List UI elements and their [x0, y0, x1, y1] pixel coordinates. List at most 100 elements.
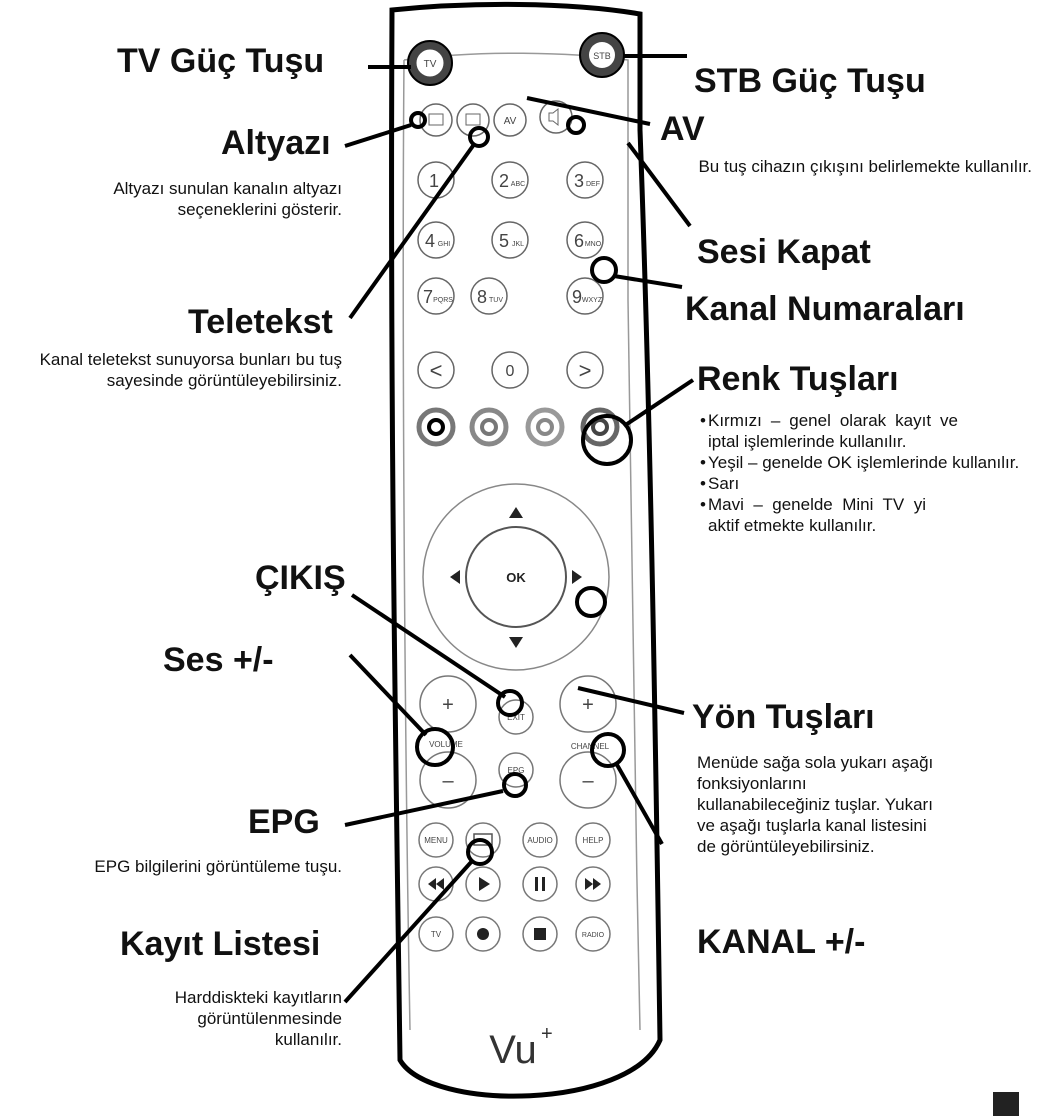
tv-power-button[interactable]: TV [407, 40, 453, 86]
yellow-button[interactable] [525, 407, 565, 447]
svg-text:GHI: GHI [438, 241, 451, 248]
remote-inner-outline-left [402, 59, 411, 1031]
av-description: Bu tuş cihazın çıkışını belirlemekte kul… [698, 157, 1032, 176]
svg-text:+: + [442, 694, 454, 716]
svg-text:MNO: MNO [585, 241, 602, 248]
svg-text:2: 2 [499, 171, 509, 191]
label-channel: KANAL +/- [697, 923, 866, 961]
record-list-description: Harddiskteki kayıtların görüntülenmesind… [174, 988, 342, 1049]
channel-minus-button[interactable]: – [559, 751, 617, 809]
stop-button[interactable] [522, 916, 558, 952]
svg-text:Vu: Vu [489, 1028, 536, 1072]
svg-text:6: 6 [574, 231, 584, 251]
rewind-button[interactable] [418, 866, 454, 902]
pause-button[interactable] [522, 866, 558, 902]
label-teletext: Teletekst [188, 303, 333, 341]
label-record-list: Kayıt Listesi [120, 925, 321, 963]
label-volume: Ses +/- [163, 641, 274, 679]
tv-mode-button[interactable]: TV [418, 916, 454, 952]
color-key-green-item: Yeşil – genelde OK işlemlerinde kullanıl… [700, 452, 1020, 473]
svg-text:AV: AV [504, 116, 517, 127]
callout-lines [343, 54, 695, 1004]
down-arrow-icon[interactable] [509, 637, 523, 648]
callout-markers [409, 111, 633, 866]
svg-text:ABC: ABC [511, 181, 525, 188]
svg-text:STB: STB [593, 51, 611, 61]
svg-text:5: 5 [499, 231, 509, 251]
channel-plus-button[interactable]: + [559, 675, 617, 733]
color-key-yellow-item: Sarı [700, 473, 1020, 494]
exit-button[interactable]: EXIT [498, 699, 534, 735]
direction-keys-description: Menüde sağa sola yukarı aşağı fonksiyonl… [697, 753, 934, 856]
help-button[interactable]: HELP [575, 822, 611, 858]
stb-power-button[interactable]: STB [579, 32, 625, 78]
label-exit: ÇIKIŞ [255, 559, 346, 597]
svg-text:VOLUME: VOLUME [429, 740, 463, 749]
label-stb-power: STB Güç Tuşu [694, 62, 926, 100]
up-arrow-icon[interactable] [509, 507, 523, 518]
ok-button[interactable]: OK [506, 570, 526, 585]
radio-button[interactable]: RADIO [575, 916, 611, 952]
fast-forward-button[interactable] [575, 866, 611, 902]
audio-button[interactable]: AUDIO [522, 822, 558, 858]
volume-label: VOLUME [429, 740, 463, 749]
num-0-button[interactable]: 0 [491, 351, 529, 389]
volume-plus-button[interactable]: + [419, 675, 477, 733]
left-arrow-icon[interactable] [450, 570, 460, 584]
subtitle-description: Altyazı sunulan kanalın altyazı seçenekl… [113, 179, 342, 219]
label-tv-power: TV Güç Tuşu [117, 42, 325, 80]
blue-button[interactable] [580, 407, 620, 447]
label-epg: EPG [248, 803, 320, 841]
red-button[interactable] [416, 407, 456, 447]
prev-button[interactable]: < [417, 351, 455, 389]
svg-text:HELP: HELP [583, 836, 604, 845]
svg-text:7: 7 [423, 287, 433, 307]
svg-text:JKL: JKL [512, 241, 524, 248]
pause-icon [535, 877, 538, 891]
svg-text:OK: OK [506, 570, 526, 585]
color-keys-list: Kırmızı – genel olarak kayıt ve iptal iş… [700, 410, 1020, 536]
svg-text:1: 1 [429, 171, 439, 191]
teletext-button[interactable] [419, 103, 453, 137]
teletext-description: Kanal teletekst sunuyorsa bunları bu tuş… [39, 350, 342, 390]
next-button[interactable]: > [566, 351, 604, 389]
svg-text:–: – [582, 770, 594, 792]
svg-text:3: 3 [574, 171, 584, 191]
svg-text:TV: TV [431, 930, 442, 939]
av-button[interactable]: AV [493, 103, 527, 137]
menu-button[interactable]: MENU [418, 822, 454, 858]
fast-forward-icon [585, 878, 601, 890]
svg-text:RADIO: RADIO [582, 932, 605, 939]
green-button[interactable] [469, 407, 509, 447]
right-arrow-icon[interactable] [572, 570, 582, 584]
record-button[interactable] [465, 916, 501, 952]
channel-label: CHANNEL [571, 742, 610, 751]
svg-text:+: + [582, 694, 594, 716]
label-av: AV [660, 110, 705, 148]
svg-text:0: 0 [506, 363, 515, 380]
svg-text:–: – [442, 770, 454, 792]
play-button[interactable] [465, 866, 501, 902]
svg-text:TV: TV [424, 59, 437, 70]
play-icon [479, 877, 490, 891]
page-number-badge [993, 1092, 1019, 1116]
svg-text:AUDIO: AUDIO [527, 836, 552, 845]
label-subtitle: Altyazı [221, 124, 331, 162]
svg-text:>: > [579, 358, 592, 383]
label-color-keys: Renk Tuşları [697, 360, 899, 398]
navigation-ring[interactable] [422, 483, 610, 671]
label-channel-numbers: Kanal Numaraları [685, 290, 965, 328]
svg-text:EXIT: EXIT [507, 713, 525, 722]
svg-text:9: 9 [572, 287, 582, 307]
svg-text:TUV: TUV [489, 297, 503, 304]
